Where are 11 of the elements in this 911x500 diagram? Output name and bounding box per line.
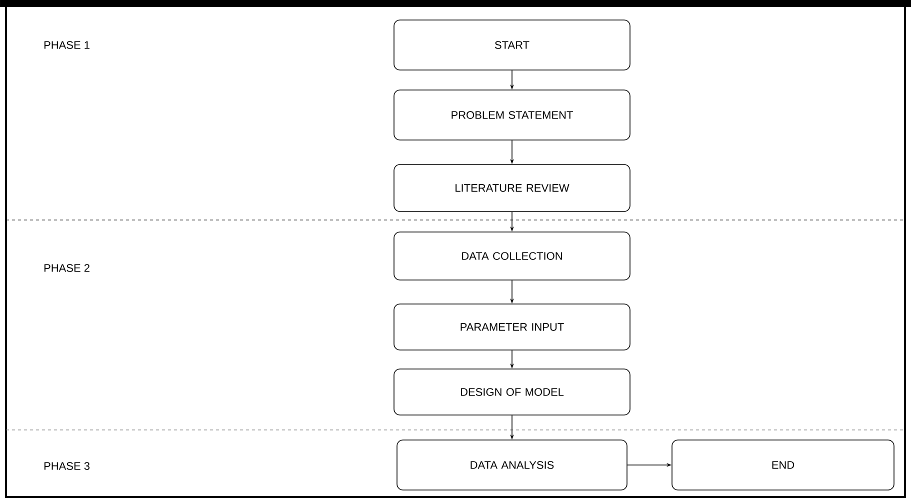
- phase-label: PHASE 2: [44, 264, 90, 272]
- phase-label: PHASE 3: [44, 462, 90, 470]
- process-box: DATA COLLECTION: [394, 232, 630, 280]
- process-box: PROBLEM STATEMENT: [394, 90, 630, 140]
- process-box: END: [672, 440, 894, 490]
- process-box: DATA ANALYSIS: [396, 440, 628, 490]
- phase-label: PHASE 1: [44, 41, 90, 49]
- process-box: START: [394, 20, 630, 70]
- process-box: LITERATURE REVIEW: [394, 164, 630, 212]
- process-box: PARAMETER INPUT: [394, 304, 630, 350]
- process-box: DESIGN OF MODEL: [394, 368, 630, 416]
